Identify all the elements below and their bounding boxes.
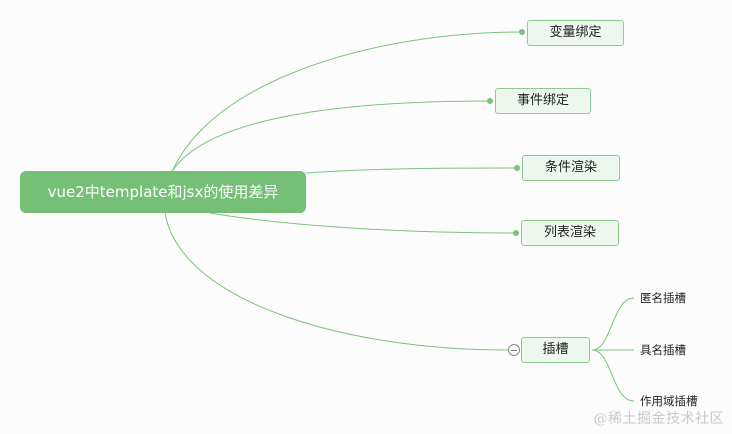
link-匿名插槽 <box>591 297 635 351</box>
connector-dot <box>513 230 519 236</box>
root-topic[interactable]: vue2中template和jsx的使用差异 <box>20 171 306 213</box>
link-条件渲染 <box>305 167 518 174</box>
connector-dot <box>487 98 493 104</box>
topic-list-rendering[interactable]: 列表渲染 <box>521 220 619 246</box>
subtopic-anonymous-slot[interactable]: 匿名插槽 <box>640 291 686 305</box>
watermark: @稀土掘金技术社区 <box>593 411 724 427</box>
minus-circle-icon[interactable] <box>508 344 520 356</box>
subtopic-scoped-slot[interactable]: 作用域插槽 <box>640 394 698 408</box>
link-事件绑定 <box>169 100 491 176</box>
subtopic-named-slot[interactable]: 具名插槽 <box>640 343 686 357</box>
topic-slots[interactable]: 插槽 <box>521 337 590 363</box>
link-列表渲染 <box>209 212 517 234</box>
topic-conditional-rendering[interactable]: 条件渲染 <box>522 155 620 181</box>
link-作用域插槽 <box>591 349 635 402</box>
link-变量绑定 <box>162 31 523 207</box>
connector-dot <box>514 165 520 171</box>
link-插槽 <box>164 212 509 351</box>
topic-event-binding[interactable]: 事件绑定 <box>495 88 591 114</box>
topic-variable-binding[interactable]: 变量绑定 <box>527 20 624 46</box>
connector-dot <box>519 29 525 35</box>
